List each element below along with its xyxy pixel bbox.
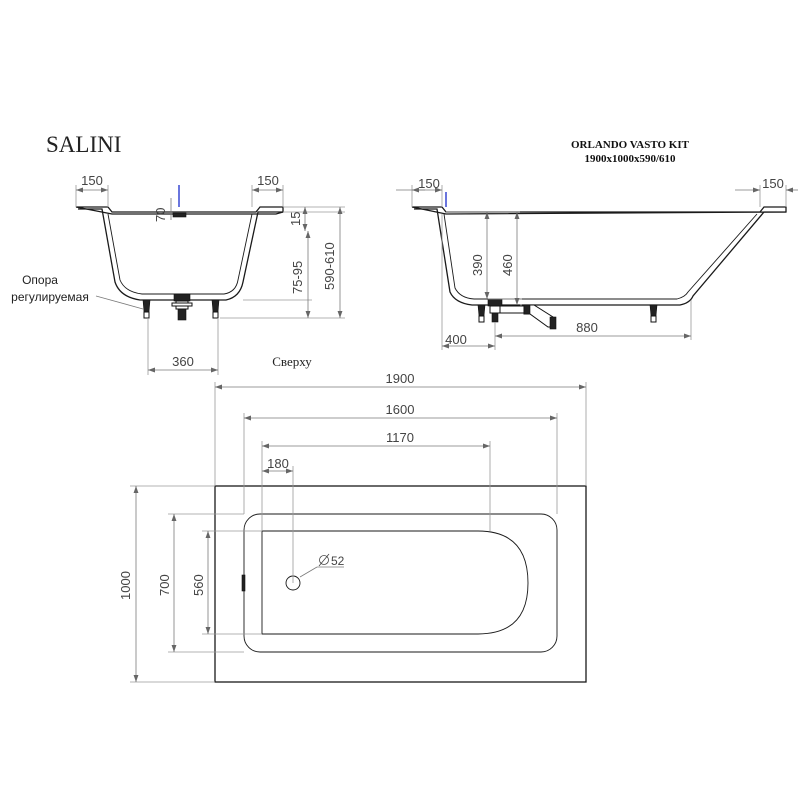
plan-width-total-value: 1000 [118, 571, 133, 600]
side-section-view [411, 192, 787, 330]
drain-from-end-value: 400 [445, 332, 467, 347]
model-size: 1900x1000x590/610 [584, 153, 676, 165]
plan-length-inner-value: 1600 [386, 402, 415, 417]
brand-title: SALINI [46, 132, 121, 157]
bottom-length-value: 880 [576, 320, 598, 335]
plan-dimensions [130, 382, 587, 683]
leg-adjust-value: 75-95 [290, 261, 305, 294]
side-rim-left-value: 150 [418, 176, 440, 191]
overflow-height-value: 70 [153, 208, 168, 222]
side-rim-right-value: 150 [762, 176, 784, 191]
support-label-line2: регулируемая [11, 290, 89, 304]
end-section-dimensions [75, 185, 345, 375]
top-view-label: Сверху [272, 354, 312, 369]
plan-drain-offset-value: 180 [267, 456, 289, 471]
end-rim-right-value: 150 [257, 173, 279, 188]
plan-width-inner-value: 700 [157, 574, 172, 596]
plan-view [214, 485, 587, 683]
end-section-view [75, 185, 284, 321]
side-total-depth-value: 460 [500, 254, 515, 276]
plan-length-total-value: 1900 [386, 371, 415, 386]
end-rim-left-value: 150 [81, 173, 103, 188]
plan-length-bottom-value: 1170 [386, 430, 414, 445]
end-total-height-value: 590-610 [322, 242, 337, 290]
side-drain-depth-value: 390 [470, 254, 485, 276]
end-drain-offset-value: 360 [172, 354, 194, 369]
rim-thickness-value: 15 [288, 212, 303, 226]
diameter-symbol-icon [318, 553, 330, 567]
plan-width-bottom-value: 560 [191, 574, 206, 596]
plan-drain-diameter-value: 52 [331, 554, 345, 568]
support-label-line1: Опора [22, 273, 58, 287]
model-name: ORLANDO VASTO KIT [571, 139, 690, 151]
side-section-dimensions [396, 185, 798, 350]
